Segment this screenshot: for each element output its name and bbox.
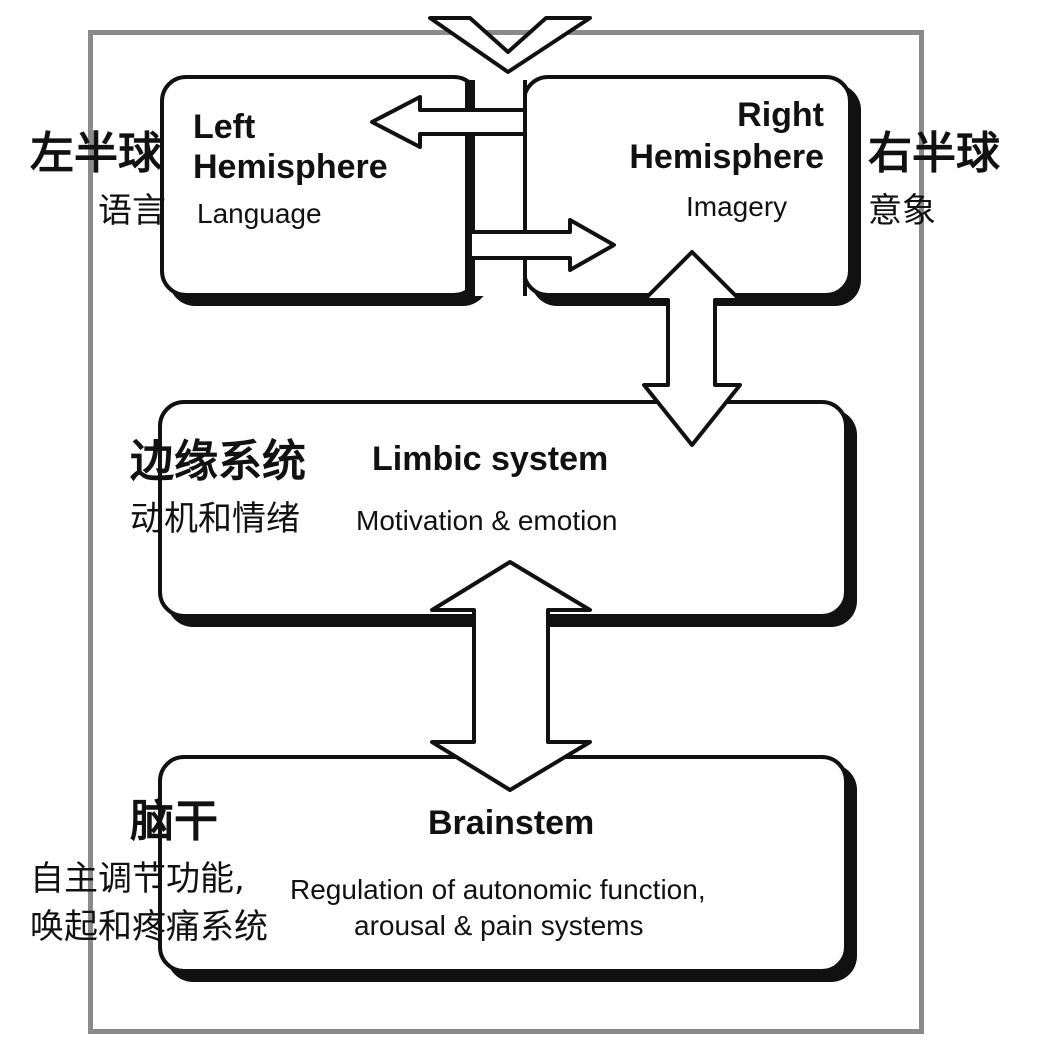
arrow-limbic-brainstem <box>430 560 592 792</box>
limbic-subtitle: Motivation & emotion <box>356 505 618 536</box>
brainstem-subtitle-line1: Regulation of autonomic function, <box>290 874 706 905</box>
left-hemisphere-title-zh: 左半球 <box>30 128 162 179</box>
limbic-title-zh: 边缘系统 <box>130 436 306 487</box>
brainstem-subtitle-line2: arousal & pain systems <box>354 910 644 941</box>
arrow-right-to-left <box>370 95 527 149</box>
right-hemisphere-subtitle-zh: 意象 <box>868 191 936 231</box>
arrow-left-to-right <box>468 218 616 272</box>
brainstem-title: Brainstem <box>428 804 595 842</box>
left-hemisphere-title-line1: Left <box>193 108 256 146</box>
arrow-right-hemisphere-limbic <box>642 250 742 447</box>
brainstem-title-zh: 脑干 <box>130 796 218 847</box>
right-hemisphere-subtitle: Imagery <box>686 191 788 222</box>
right-hemisphere-title-line2: Hemisphere <box>629 138 824 176</box>
limbic-title: Limbic system <box>372 440 609 478</box>
brainstem-subtitle-zh-line1: 自主调节功能, <box>30 859 245 899</box>
left-hemisphere-subtitle-zh: 语言 <box>98 191 166 231</box>
input-arrow <box>428 16 592 74</box>
brainstem-subtitle-zh-line2: 唤起和疼痛系统 <box>30 907 268 947</box>
left-hemisphere-box <box>160 75 480 297</box>
right-hemisphere-title-zh: 右半球 <box>868 128 1000 179</box>
limbic-subtitle-zh: 动机和情绪 <box>130 499 300 539</box>
left-hemisphere-subtitle: Language <box>197 198 322 229</box>
right-hemisphere-title-line1: Right <box>737 96 824 134</box>
outer-frame <box>88 30 924 1034</box>
left-hemisphere-title-line2: Hemisphere <box>193 148 388 186</box>
